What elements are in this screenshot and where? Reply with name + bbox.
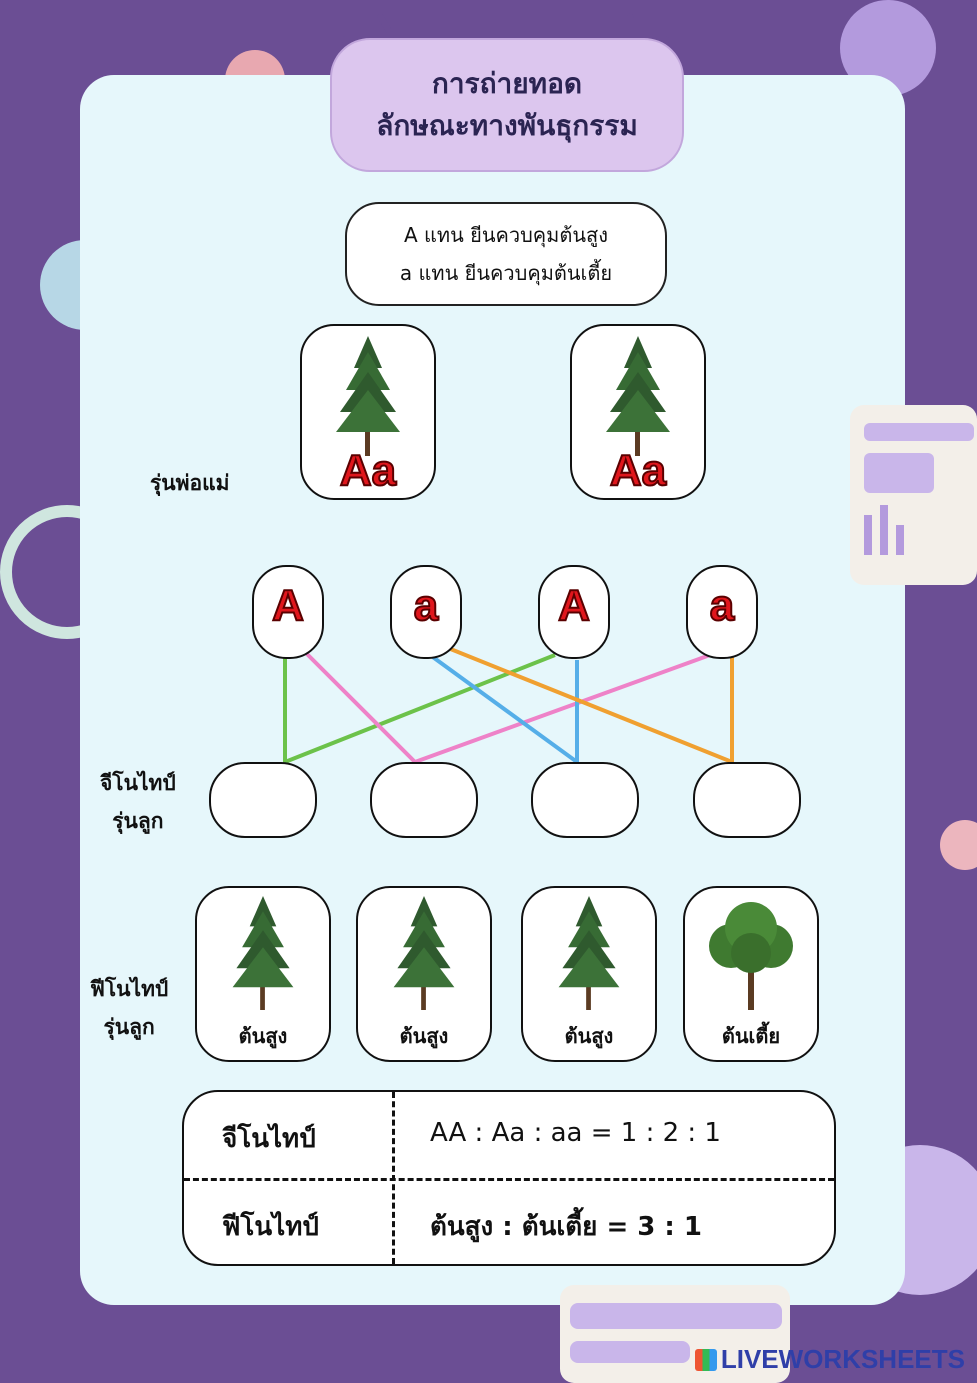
offspring-genotype-label-line2: รุ่นลูก [112,809,164,833]
offspring-phenotype-label-line2: รุ่นลูก [103,1015,155,1039]
offspring-phenotype: ต้นสูง [399,1024,449,1048]
ratio-summary-table: จีโนไทป์ AA : Aa : aa = 1 : 2 : 1 ฟีโนไท… [182,1090,836,1266]
title-ray [376,12,396,40]
liveworksheets-watermark: LIVEWORKSHEETS [694,1344,965,1375]
decor-dashboard [560,1285,790,1383]
gamete-allele: A [271,580,305,631]
genotype-answer-slot-4[interactable] [693,762,801,838]
parent-generation-label: รุ่นพ่อแม่ [150,471,230,495]
liveworksheets-logo-icon [694,1349,717,1371]
genotype-answer-slot-1[interactable] [209,762,317,838]
tall-tree-icon [558,896,620,1010]
offspring-card: ต้นสูง [356,886,492,1062]
gamete-allele: A [557,580,591,631]
gamete-circle: a [390,565,462,659]
offspring-genotype-label: จีโนไทป์ รุ่นลูก [100,764,176,840]
tall-tree-icon [393,896,455,1010]
offspring-card: ต้นสูง [195,886,331,1062]
tall-tree-icon [232,896,294,1010]
offspring-phenotype: ต้นสูง [238,1024,288,1048]
summary-genotype-label: จีโนไทป์ [222,1124,316,1154]
offspring-phenotype-label: ฟีโนไทป์ รุ่นลูก [90,970,168,1046]
title-line-1: การถ่ายทอด [431,67,583,100]
gamete-circle: a [686,565,758,659]
offspring-card: ต้นสูง [521,886,657,1062]
offspring-genotype-label-line1: จีโนไทป์ [100,771,176,795]
summary-phenotype-label: ฟีโนไทป์ [222,1212,319,1242]
parent-card: Aa [570,324,706,500]
short-tree-icon [709,902,793,1010]
summary-phenotype-ratio: ต้นสูง : ต้นเตี้ย = 3 : 1 [430,1212,702,1242]
offspring-card: ต้นเตี้ย [683,886,819,1062]
genotype-answer-slot-3[interactable] [531,762,639,838]
title-line-2: ลักษณะทางพันธุกรรม [376,109,638,142]
title-banner: การถ่ายทอด ลักษณะทางพันธุกรรม [330,38,684,172]
gamete-allele: a [413,580,439,631]
summary-column-divider [392,1092,395,1264]
allele-legend: A แทน ยีนควบคุมต้นสูง a แทน ยีนควบคุมต้น… [345,202,667,306]
parent-genotype: Aa [339,445,397,496]
genotype-answer-slot-2[interactable] [370,762,478,838]
parent-card: Aa [300,324,436,500]
tall-tree-icon [336,336,400,456]
summary-genotype-ratio: AA : Aa : aa = 1 : 2 : 1 [430,1118,721,1148]
legend-dominant: A แทน ยีนควบคุมต้นสูง [403,223,609,247]
title-ray [615,12,635,40]
parent-genotype: Aa [609,445,667,496]
decor-dashboard [850,405,977,585]
decor-bubble [940,820,977,870]
gamete-circle: A [538,565,610,659]
gamete-circle: A [252,565,324,659]
offspring-phenotype: ต้นเตี้ย [721,1024,781,1048]
gamete-allele: a [709,580,735,631]
offspring-phenotype: ต้นสูง [564,1024,614,1048]
watermark-text: LIVEWORKSHEETS [720,1344,965,1374]
offspring-phenotype-label-line1: ฟีโนไทป์ [90,977,169,1001]
tall-tree-icon [606,336,670,456]
summary-row-divider [184,1178,834,1181]
legend-recessive: a แทน ยีนควบคุมต้นเตี้ย [399,261,613,285]
